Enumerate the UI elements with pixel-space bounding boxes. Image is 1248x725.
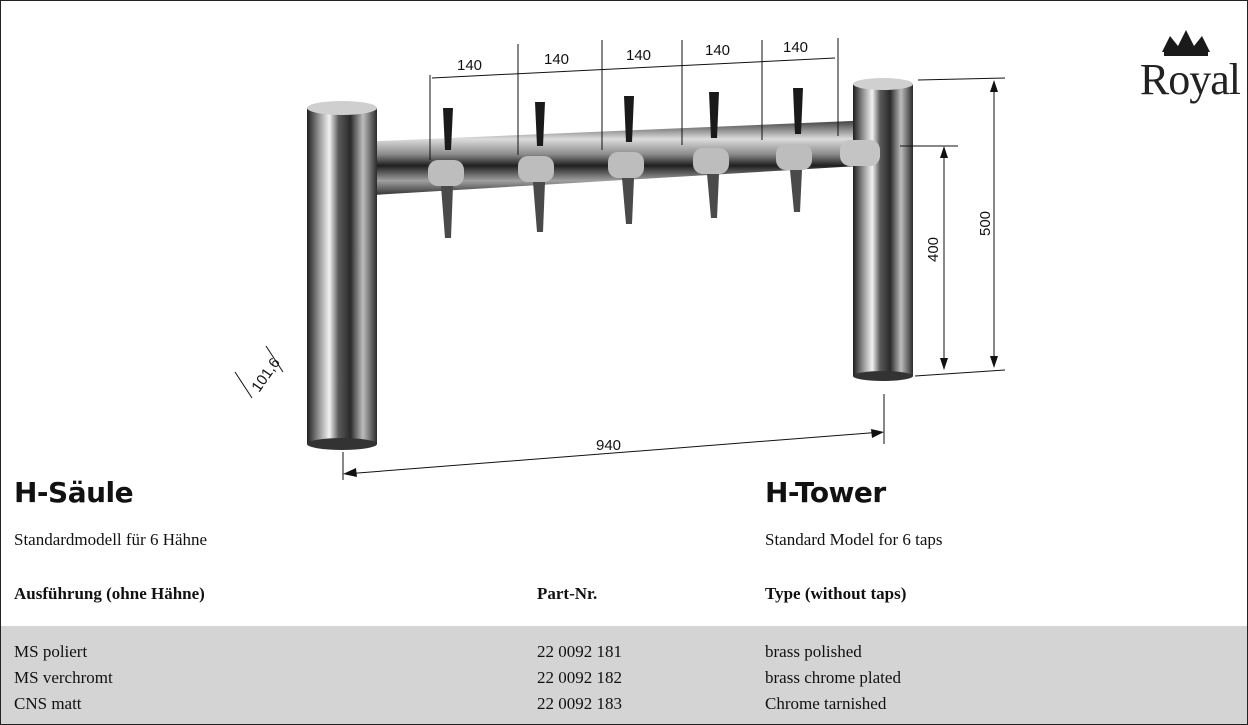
- tap: [840, 140, 880, 166]
- column-header-de: Ausführung (ohne Hähne): [14, 584, 205, 603]
- dim-label-500: 500: [977, 211, 994, 236]
- tower-drawing: 140 140 140 140 140 500 400 940 101,6: [234, 38, 1006, 480]
- subtitle-de: Standardmodell für 6 Hähne: [14, 530, 208, 549]
- dim-label-140: 140: [626, 47, 651, 64]
- dimension-arrows: [343, 80, 998, 477]
- subtitle-en: Standard Model for 6 taps: [765, 530, 943, 549]
- tap: [608, 96, 644, 224]
- cell-type-en: Chrome tarnished: [765, 694, 887, 713]
- dim-label-140: 140: [705, 42, 730, 59]
- royal-crown-logo: [1162, 30, 1210, 56]
- dim-label-940: 940: [596, 437, 621, 454]
- tap: [776, 88, 812, 212]
- cell-part-number: 22 0092 181: [537, 642, 622, 661]
- tap: [428, 108, 464, 238]
- column-header-part: Part-Nr.: [537, 584, 598, 603]
- royal-logo-text: Royal: [1139, 55, 1241, 104]
- cell-type-en: brass polished: [765, 642, 862, 661]
- dim-label-400: 400: [925, 237, 942, 262]
- right-column: [853, 78, 913, 381]
- dim-label-140: 140: [544, 51, 569, 68]
- dimension-lines: [234, 38, 1006, 480]
- title-h-saeule: H-Säule: [14, 476, 134, 509]
- taps: [428, 88, 880, 238]
- dim-label-140: 140: [457, 57, 482, 74]
- dim-label-140: 140: [783, 39, 808, 56]
- left-column: [307, 101, 377, 450]
- title-h-tower: H-Tower: [765, 476, 886, 509]
- parts-table: MS poliert 22 0092 181 brass polished MS…: [1, 626, 1247, 724]
- cell-part-number: 22 0092 182: [537, 668, 622, 687]
- cell-type-de: MS verchromt: [14, 668, 113, 687]
- cell-type-en: brass chrome plated: [765, 668, 901, 687]
- dim-label-diameter: 101,6: [248, 355, 283, 396]
- tap: [518, 102, 554, 232]
- cell-part-number: 22 0092 183: [537, 694, 622, 713]
- cell-type-de: MS poliert: [14, 642, 88, 661]
- tap: [693, 92, 729, 218]
- cell-type-de: CNS matt: [14, 694, 82, 713]
- column-header-en: Type (without taps): [765, 584, 907, 603]
